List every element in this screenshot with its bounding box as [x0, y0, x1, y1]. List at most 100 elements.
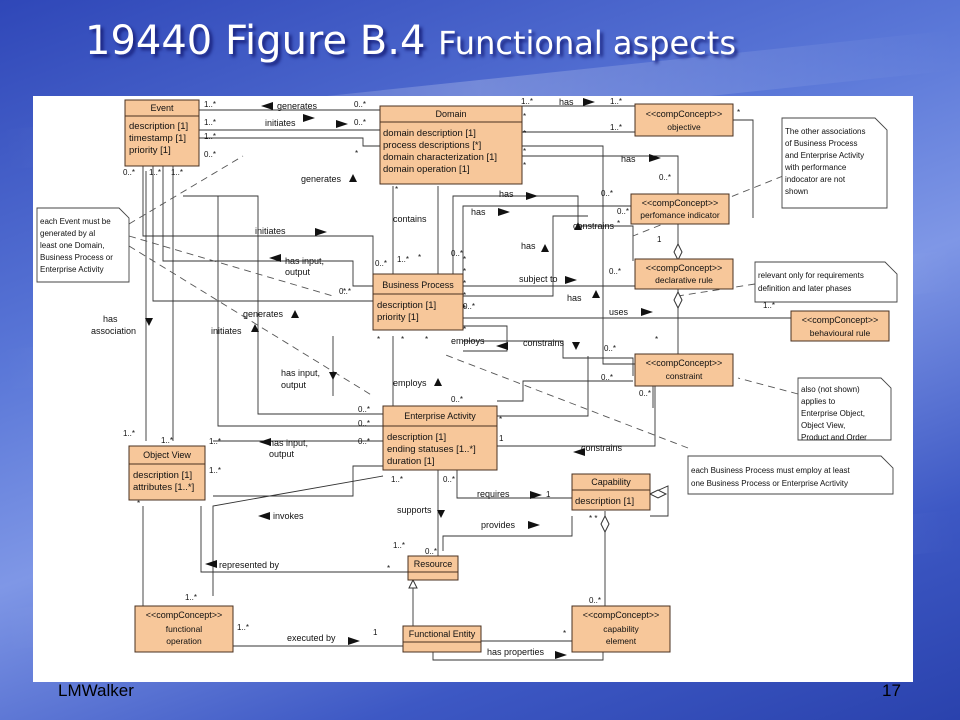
arrow-has-input [269, 254, 281, 262]
mult: 0..* [589, 596, 601, 605]
assoc-label: output [285, 267, 311, 277]
attr: description [1] [129, 121, 188, 132]
assoc-label: provides [481, 520, 516, 530]
mult: * [463, 267, 466, 276]
class-resource: Resource [407, 555, 459, 581]
arrow-initiates [303, 114, 315, 122]
mult: 0..* [463, 302, 475, 311]
mult: 0..* [375, 259, 387, 268]
mult: 1..* [204, 132, 216, 141]
edge-event-bp-input [162, 166, 373, 287]
mult: 1..* [237, 623, 249, 632]
edges [142, 105, 791, 661]
footer-author: LMWalker [58, 681, 134, 700]
mult: 1..* [209, 466, 221, 475]
note-link-5 [442, 353, 689, 449]
edge-objective-perf [733, 119, 754, 218]
arrow-requires [530, 491, 542, 499]
attr: ending statuses [1..*] [387, 444, 476, 455]
slide-title: 19440 Figure B.4 Functional aspects [85, 18, 736, 64]
assoc-label: has [621, 154, 636, 164]
attr: domain operation [1] [383, 164, 470, 175]
edge-bp-decl [452, 195, 634, 274]
note-link-1b [128, 235, 334, 297]
mult: 1..* [397, 255, 409, 264]
mult: 1..* [171, 168, 183, 177]
note-line: also (not shown) [801, 385, 860, 394]
note-bp-employ: each Business Process must employ at lea… [687, 455, 894, 495]
mult: 0..* [601, 189, 613, 198]
class-name-2: operation [166, 636, 202, 646]
note-other-associations: The other associations of Business Proce… [781, 117, 888, 209]
mult: 0..* [358, 405, 370, 414]
mult: 0..* [601, 373, 613, 382]
edge-bp-constrain [463, 215, 588, 297]
arrow-represented-by [205, 560, 217, 568]
edge-event-bp-generates [152, 166, 373, 302]
title-sub: Functional aspects [438, 24, 737, 62]
class-behavioural-rule: <<compConcept>> behavioural rule [790, 310, 890, 342]
arrow-invokes [258, 512, 270, 520]
assoc-label: output [269, 449, 295, 459]
assoc-label: generates [243, 309, 284, 319]
arrow-has-objective [583, 98, 595, 106]
stereotype: <<compConcept>> [583, 610, 660, 620]
arrow-provides [528, 521, 540, 529]
mult: 0..* [451, 395, 463, 404]
note-link-4 [737, 377, 799, 395]
assoc-label: has [103, 314, 118, 324]
assoc-label: represented by [219, 560, 280, 570]
class-name: Functional Entity [409, 629, 476, 639]
mult: * [463, 255, 466, 264]
arrow-has-4 [592, 290, 600, 298]
mult: * [425, 335, 428, 344]
mult: 0..* [604, 344, 616, 353]
stereotype: <<compConcept>> [802, 315, 879, 325]
arrow-supports [437, 510, 445, 518]
mult: 0..* [354, 118, 366, 127]
attr: description [1] [575, 496, 634, 507]
assoc-label: has input, [281, 368, 320, 378]
edge-event-ea-2 [217, 196, 383, 427]
mult: * [395, 185, 398, 194]
assoc-label: constrains [581, 443, 623, 453]
edge-domain-constraint [522, 145, 635, 365]
note-line: Enterprise Activity [40, 265, 104, 274]
assoc-label: has input, [269, 438, 308, 448]
arrow-constrains-2 [572, 342, 580, 350]
stereotype: <<compConcept>> [646, 263, 723, 273]
edge-ea-decl [497, 356, 589, 417]
mult: * [463, 291, 466, 300]
edge-ea-cap-requires [456, 466, 572, 499]
assoc-label: constrains [523, 338, 565, 348]
mult: 1..* [610, 97, 622, 106]
assoc-label: has input, [285, 256, 324, 266]
mult: 1..* [204, 118, 216, 127]
attr: duration [1] [387, 456, 435, 467]
stereotype: <<compConcept>> [646, 358, 723, 368]
class-perf-indicator: <<compConcept>> perfomance indicator [630, 193, 730, 225]
class-business-process: Business Process description [1] priorit… [372, 273, 464, 331]
note-link-1a [128, 155, 244, 225]
note-line: and Enterprise Activity [785, 151, 864, 160]
note-line: Enterprise Object, [801, 409, 865, 418]
assoc-label: has [559, 97, 574, 107]
assoc-label: invokes [273, 511, 304, 521]
class-name: constraint [666, 371, 703, 381]
class-object-view: Object View description [1] attributes [… [128, 445, 206, 501]
mult: * [563, 629, 566, 638]
assoc-label: initiates [265, 118, 296, 128]
mult: 1..* [521, 97, 533, 106]
mult: 1..* [391, 475, 403, 484]
diamond-perf [673, 242, 683, 262]
edge-fo-ea-invokes [212, 475, 384, 596]
mult: * [523, 129, 526, 138]
stereotype: <<compConcept>> [642, 198, 719, 208]
mult: * [343, 287, 346, 296]
mult: * [463, 304, 466, 313]
edge-bp-constraint [463, 340, 634, 376]
note-line: definition and later phases [758, 284, 851, 293]
mult: * [463, 279, 466, 288]
arrow-has-1 [526, 192, 538, 200]
note-line: each Event must be [40, 217, 111, 226]
